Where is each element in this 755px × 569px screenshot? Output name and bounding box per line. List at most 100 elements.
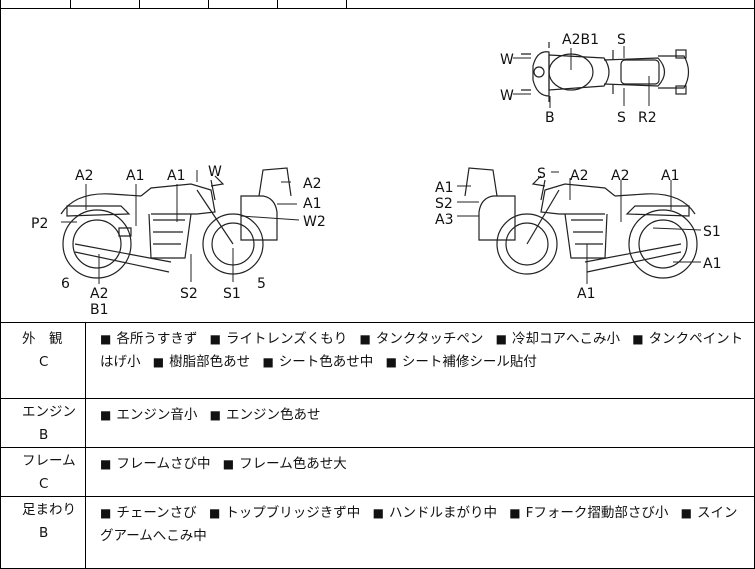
- label-top-w2: W: [500, 88, 514, 104]
- motorcycle-right-view: [464, 167, 698, 279]
- label-right-a1-a: A1: [661, 168, 679, 184]
- category-name: フレーム: [22, 453, 76, 469]
- category-name: 外 観: [22, 331, 63, 347]
- category-cell: 足まわり B: [0, 496, 86, 569]
- bullet-square-icon: ■: [152, 355, 165, 369]
- right-view-labels: S A2 A2 A1 A1 S2 A3 S1 A1 A1: [435, 166, 721, 302]
- label-right-s1: S1: [703, 224, 721, 240]
- label-left-p2: P2: [31, 216, 48, 232]
- bullet-square-icon: ■: [100, 332, 112, 346]
- condition-item: ■ タンクタッチペン: [352, 331, 484, 347]
- condition-item-text: フレームさび中: [116, 456, 211, 472]
- grade-badge: B: [39, 525, 49, 541]
- label-top-b: B: [545, 110, 555, 126]
- bullet-square-icon: ■: [208, 506, 221, 520]
- bullet-square-icon: ■: [222, 457, 235, 471]
- label-right-a2-b: A2: [611, 168, 629, 184]
- label-left-6: 6: [61, 276, 70, 292]
- bullet-square-icon: ■: [209, 408, 221, 422]
- items-cell: ■ フレームさび中 ■ フレーム色あせ大: [85, 447, 755, 497]
- condition-item-text: エンジン音小: [116, 407, 198, 423]
- label-left-a2: A2: [75, 168, 93, 184]
- condition-item: ■スイングアームへこみ中: [100, 505, 738, 544]
- bullet-square-icon: ■: [100, 408, 112, 422]
- condition-item-text: タンクタッチペン: [375, 331, 484, 347]
- condition-item: ■ エンジン音小: [100, 407, 197, 423]
- label-left-s1: S1: [223, 286, 241, 302]
- label-right-s2: S2: [435, 196, 453, 212]
- condition-item: ■ シート色あせ中: [254, 354, 373, 370]
- category-cell: エンジン B: [0, 398, 86, 448]
- condition-item-text: チェーンさび: [116, 505, 197, 521]
- bullet-square-icon: ■: [680, 506, 692, 520]
- label-left-a2-c: A2: [90, 286, 108, 302]
- label-left-w2: W2: [303, 214, 326, 230]
- condition-item: ■ 冷却コアへこみ小: [488, 331, 620, 347]
- label-top-s1: S: [617, 32, 626, 48]
- bullet-square-icon: ■: [359, 332, 371, 346]
- category-cell: フレーム C: [0, 447, 86, 497]
- condition-item: ■ フレーム色あせ大: [215, 456, 347, 472]
- condition-item-text: スイングアームへこみ中: [100, 505, 738, 544]
- motorcycle-top-view: [521, 42, 690, 102]
- bullet-square-icon: ■: [209, 332, 221, 346]
- items-cell: ■ 各所うすきず ■ ライトレンズくもり ■ タンクタッチペン ■ 冷却コアへこみ小 ■…: [85, 322, 755, 399]
- row-suspension: 足まわり B ■ チェーンさび ■ トップブリッジきず中 ■ハンドルまがり中 ■ Fフ…: [0, 496, 755, 569]
- label-left-b1: B1: [90, 302, 109, 318]
- row-engine: エンジン B ■ エンジン音小 ■ エンジン色あせ: [0, 398, 755, 448]
- condition-item-text: タンクペイントはげ小: [100, 331, 744, 370]
- condition-item-text: エンジン色あせ: [225, 407, 321, 423]
- condition-item: ■タンクペイントはげ小: [100, 331, 743, 370]
- bullet-square-icon: ■: [262, 355, 274, 369]
- left-view-labels: A2 A1 A1 W A2 A1 W2 P2 6 A2 B1 S2 S1 5: [31, 164, 326, 318]
- top-view-labels: A2B1 S W W B S R2: [500, 32, 657, 126]
- motorcycle-diagram: A2B1 S W W B S R2 A2 A1 A1 W A2 A1 W2 P2…: [31, 32, 721, 318]
- bullet-square-icon: ■: [632, 332, 644, 346]
- condition-item-text: ライトレンズくもり: [225, 331, 348, 347]
- condition-item: ■シート補修シール貼付: [378, 354, 537, 370]
- label-right-a1-b: A1: [435, 180, 453, 196]
- condition-item: ■ハンドルまがり中: [365, 505, 497, 521]
- row-exterior: 外 観 C ■ 各所うすきず ■ ライトレンズくもり ■ タンクタッチペン ■ 冷却コア…: [0, 322, 755, 399]
- label-top-s2: S: [617, 110, 626, 126]
- label-top-r2: R2: [638, 110, 657, 126]
- label-right-a3: A3: [435, 212, 453, 228]
- bullet-square-icon: ■: [100, 457, 112, 471]
- label-top-a2b1: A2B1: [562, 32, 599, 48]
- condition-item-text: 冷却コアへこみ小: [511, 331, 620, 347]
- bullet-square-icon: ■: [372, 506, 384, 520]
- condition-item-text: フレーム色あせ大: [239, 456, 347, 472]
- label-right-a1-d: A1: [577, 286, 595, 302]
- category-cell: 外 観 C: [0, 322, 86, 399]
- condition-item-text: Fフォーク摺動部さび小: [525, 505, 669, 521]
- condition-item-text: シート補修シール貼付: [401, 354, 537, 370]
- label-left-a1-b: A1: [167, 168, 185, 184]
- label-right-a1-c: A1: [703, 256, 721, 272]
- grade-badge: C: [39, 476, 49, 492]
- label-left-a1-a: A1: [126, 168, 144, 184]
- label-left-a2-b: A2: [303, 176, 321, 192]
- condition-table: 外 観 C ■ 各所うすきず ■ ライトレンズくもり ■ タンクタッチペン ■ 冷却コア…: [0, 322, 755, 569]
- bullet-square-icon: ■: [509, 506, 521, 520]
- bullet-square-icon: ■: [100, 506, 112, 520]
- condition-item: ■ ライトレンズくもり: [202, 331, 348, 347]
- damage-diagram: A2B1 S W W B S R2 A2 A1 A1 W A2 A1 W2 P2…: [0, 8, 755, 322]
- condition-item-text: 樹脂部色あせ: [169, 354, 251, 370]
- category-name: 足まわり: [22, 502, 76, 518]
- label-left-s2: S2: [180, 286, 198, 302]
- condition-item: ■ エンジン色あせ: [202, 407, 321, 423]
- label-right-s: S: [537, 166, 546, 182]
- condition-item: ■ フレームさび中: [100, 456, 210, 472]
- condition-item-text: 各所うすきず: [116, 331, 198, 347]
- condition-item: ■ Fフォーク摺動部さび小: [501, 505, 668, 521]
- label-left-a1-c: A1: [303, 196, 321, 212]
- condition-item-text: シート色あせ中: [278, 354, 374, 370]
- category-name: エンジン: [22, 404, 76, 420]
- label-left-5: 5: [257, 276, 266, 292]
- bullet-square-icon: ■: [495, 332, 507, 346]
- grade-badge: B: [39, 427, 49, 443]
- condition-item-text: トップブリッジきず中: [225, 505, 361, 521]
- label-right-a2-a: A2: [570, 168, 588, 184]
- condition-item: ■ トップブリッジきず中: [201, 505, 360, 521]
